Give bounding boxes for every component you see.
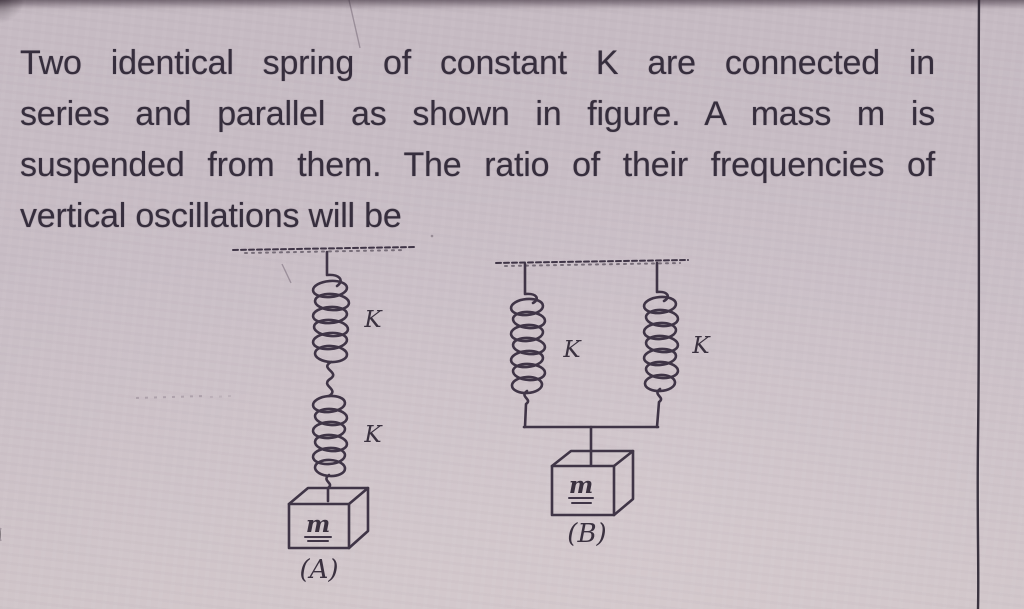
figure-b-parallel-diagram: m K K (B): [495, 259, 711, 549]
spring-coil-left-b: [509, 297, 547, 395]
ink-speck: [430, 234, 434, 238]
mass-box-a: [287, 486, 370, 550]
rod-right-lower-b: [655, 387, 663, 429]
page-column-divider: [976, 0, 981, 609]
ceiling-hatch-b: [495, 259, 689, 267]
question-line-2: series and parallel as shown in figure. …: [20, 95, 935, 133]
question-text: Two identical spring of constant K are c…: [20, 38, 935, 242]
question-line-3: suspended from them. The ratio of their …: [20, 146, 935, 184]
mass-box-b: [550, 449, 635, 517]
spring-coil-right-b: [642, 295, 680, 393]
paper-artifacts: [0, 0, 434, 542]
ceiling-hatch-a: [232, 246, 415, 254]
question-line-4: vertical oscillations will be: [20, 197, 402, 235]
spring-constant-label-upper-a: K: [363, 307, 383, 333]
paper-smudge-faint: [209, 395, 233, 398]
mass-label-underline-a: [304, 536, 332, 542]
suspension-rod-a: [325, 250, 342, 288]
paper-crease-mark: [348, 0, 361, 49]
mass-label-b: m: [569, 472, 593, 499]
figure-a-series-diagram: m K K (A): [232, 246, 415, 585]
spring-coil-upper-a: [311, 279, 351, 364]
spring-constant-label-right-b: K: [691, 333, 711, 359]
suspension-rod-left-b: [523, 262, 538, 305]
mass-label-underline-b: [568, 497, 594, 504]
stray-pen-mark: [281, 263, 292, 284]
suspension-rod-right-b: [655, 261, 670, 303]
left-edge-mark: [0, 527, 2, 542]
paper-smudge: [135, 395, 206, 399]
spring-constant-label-lower-a: K: [363, 422, 383, 448]
rod-left-lower-b: [523, 389, 530, 429]
spring-coil-lower-a: [311, 394, 349, 478]
series-connector: [325, 360, 335, 398]
mass-label-a: m: [306, 511, 330, 538]
question-line-1: Two identical spring of constant K are c…: [20, 44, 935, 82]
figure-caption-b: (B): [567, 519, 606, 549]
figure-caption-a: (A): [299, 555, 338, 585]
spring-constant-label-left-b: K: [562, 337, 582, 363]
